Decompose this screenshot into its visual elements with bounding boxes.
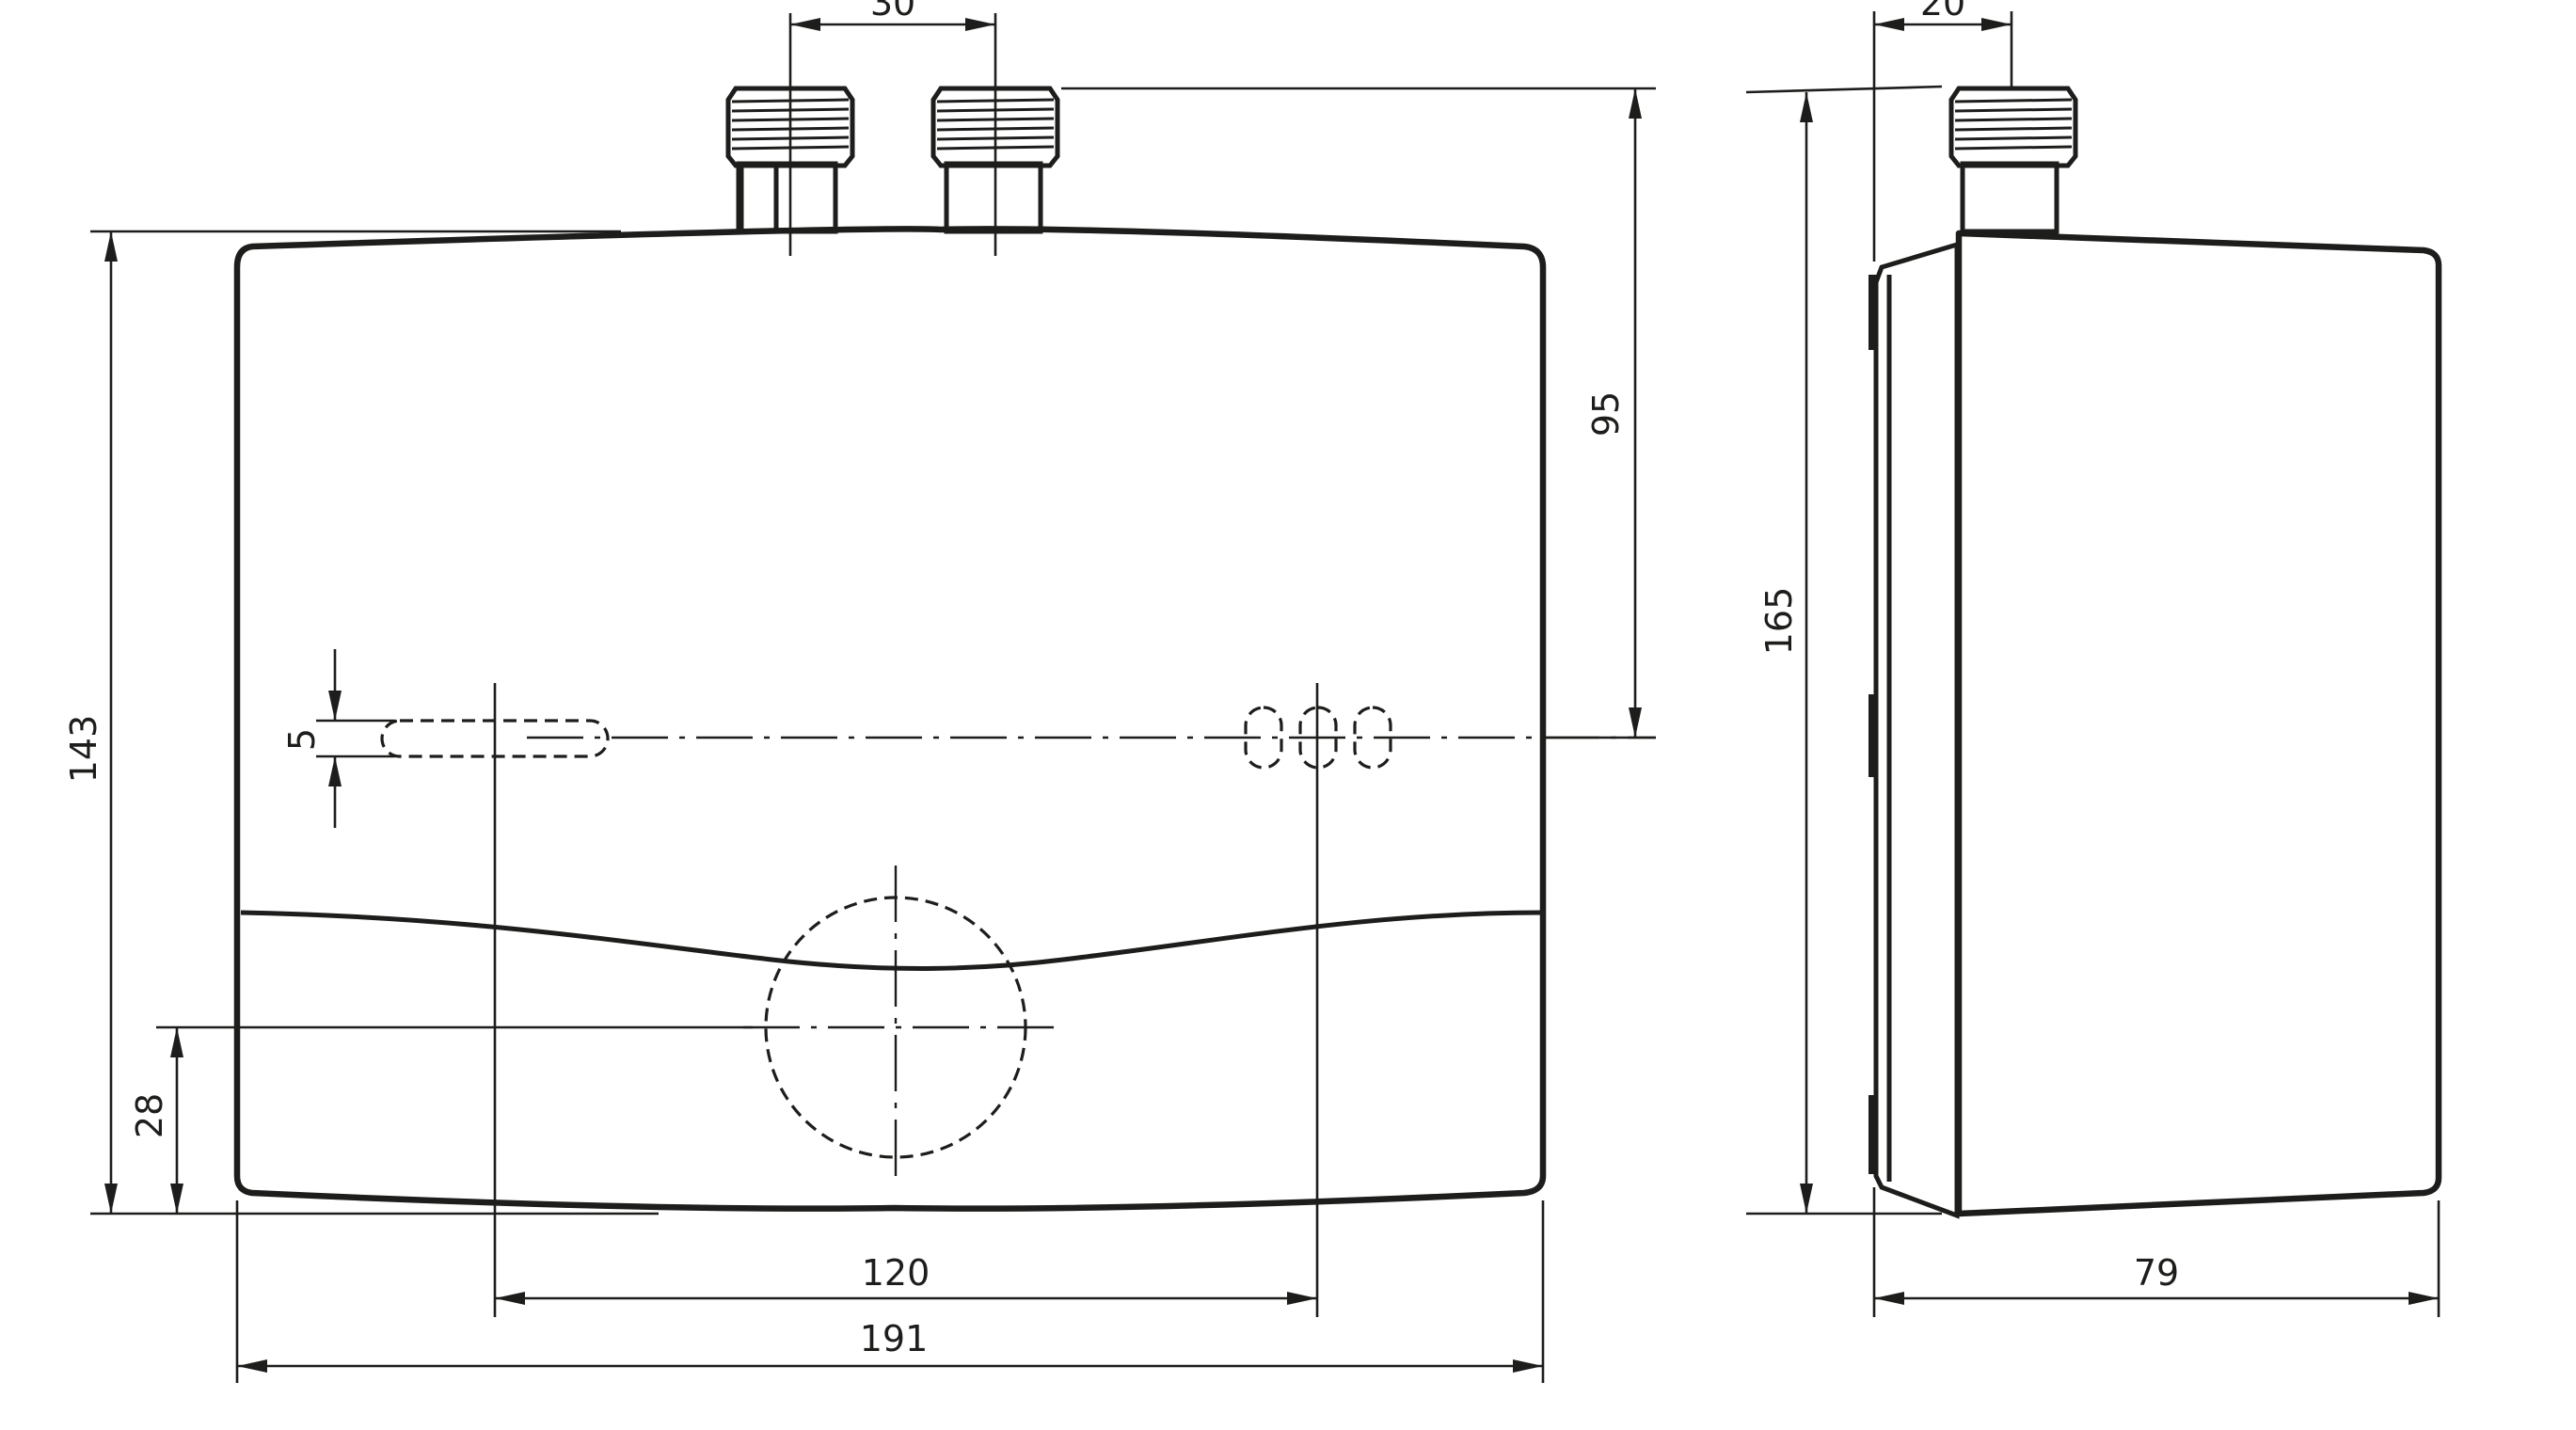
dimension-connector-spacing: 30 — [790, 0, 995, 31]
dimension-label-165: 165 — [1758, 587, 1800, 656]
dimension-label-95: 95 — [1585, 391, 1627, 437]
dimension-front-height: 143 — [63, 230, 659, 1216]
dimension-circle-offset: 28 — [129, 1025, 753, 1214]
side-connector — [1948, 86, 2078, 234]
dimension-label-143: 143 — [63, 715, 104, 784]
dimension-width: 191 — [235, 1200, 1545, 1383]
dimension-slot-height: 5 — [281, 649, 395, 828]
dimension-mount-spacing: 120 — [495, 1252, 1317, 1305]
cover-clip-middle — [1868, 694, 1878, 777]
cover-clip-bottom — [1868, 1095, 1878, 1174]
front-cover-wave — [240, 910, 1544, 971]
mounting-hole-3 — [1353, 706, 1392, 770]
dimension-connector-to-mount: 95 — [1061, 87, 1656, 739]
dimension-label-28: 28 — [129, 1093, 170, 1138]
front-housing-outline — [233, 226, 1547, 1212]
dimension-side-height: 165 — [1745, 85, 1943, 1216]
dimension-label-5: 5 — [281, 728, 323, 751]
dimension-label-79: 79 — [2134, 1252, 2179, 1294]
dimension-label-120: 120 — [862, 1252, 930, 1294]
dimension-label-191: 191 — [860, 1318, 929, 1359]
cover-clip-top — [1868, 275, 1878, 350]
dimension-label-20: 20 — [1920, 0, 1965, 24]
side-view — [1868, 86, 2442, 1219]
dimension-depth: 79 — [1872, 1187, 2441, 1317]
side-housing-outline — [1955, 230, 2442, 1217]
dimension-side-connector-offset: 20 — [1872, 0, 2013, 262]
mounting-hole-1 — [1244, 706, 1283, 770]
front-view — [233, 13, 1656, 1317]
dimension-label-30: 30 — [870, 0, 915, 24]
